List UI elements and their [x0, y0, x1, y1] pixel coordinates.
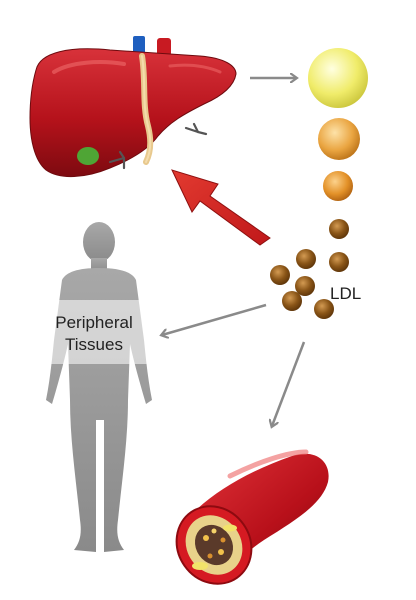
- arrow-ldl-to-tissues: [162, 303, 267, 335]
- peripheral-label-line2: Tissues: [65, 335, 123, 354]
- arrow-ldl-to-artery: [272, 341, 306, 426]
- ldl-particle-cluster: [270, 219, 349, 319]
- arrow-ldl-to-liver: [171, 169, 271, 246]
- tissues-label-band: [40, 300, 158, 364]
- peripheral-label-line1: Peripheral: [55, 313, 133, 332]
- artery-cross-section-icon: [175, 449, 329, 585]
- idl-particle: [318, 118, 360, 160]
- ldl-label: LDL: [330, 284, 362, 303]
- liver-icon: [29, 36, 237, 178]
- lipoprotein-particles: [308, 48, 368, 201]
- vldl-particle: [308, 48, 368, 108]
- human-silhouette-icon: [46, 222, 152, 552]
- ldl-large-particle: [323, 171, 353, 201]
- peripheral-tissues-label: Peripheral Tissues: [34, 312, 154, 356]
